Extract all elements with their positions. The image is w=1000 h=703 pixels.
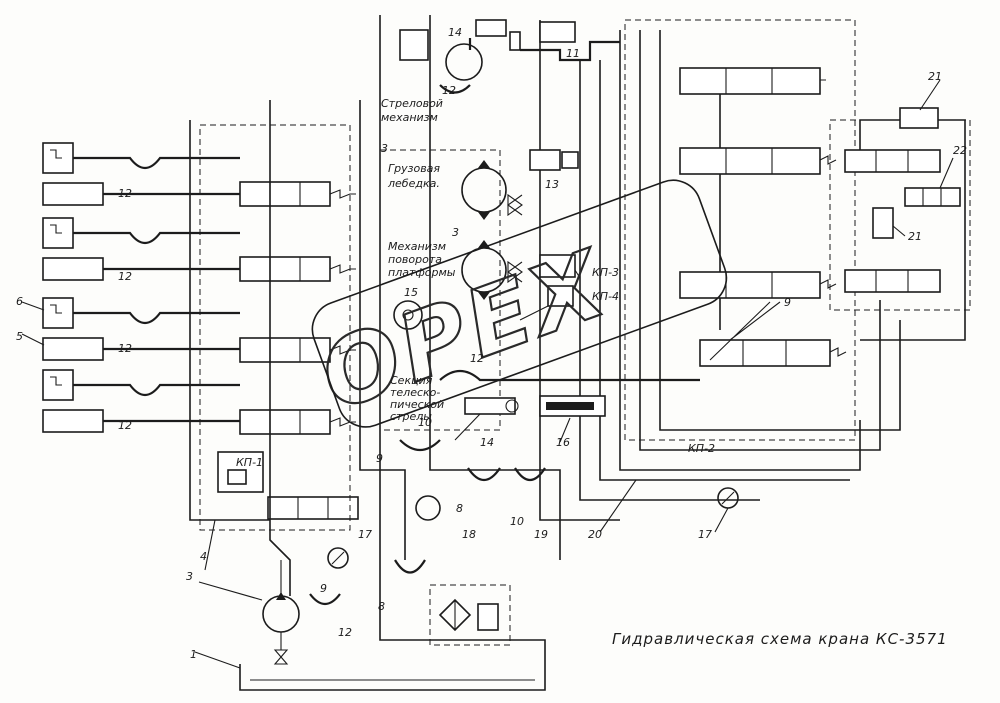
callout-12-c: 12: [118, 342, 132, 355]
label-kp3: КП-3: [592, 266, 619, 279]
callout-6: 6: [16, 295, 23, 308]
callout-21-top: 21: [928, 70, 942, 83]
callout-14-bottom: 14: [480, 436, 494, 449]
callout-9-right: 9: [784, 296, 791, 309]
label-boom-line1: Стреловой: [381, 97, 443, 110]
label-winch-line1: Грузовая: [388, 162, 440, 175]
callout-12-telescopic: 12: [470, 352, 484, 365]
telescopic-section: [399, 369, 700, 452]
callout-11: 11: [566, 47, 580, 60]
section-label-telescopic: Секция телеско- пической стрелы: [390, 374, 444, 423]
callout-3-slewing: 3: [452, 226, 459, 239]
callout-18: 18: [462, 528, 476, 541]
label-slewing-line2: поворота: [388, 253, 442, 266]
section-label-winch: Грузовая лебедка.: [387, 162, 440, 190]
callout-1: 1: [190, 648, 197, 661]
winch-motor: [461, 149, 579, 220]
label-kp4: КП-4: [592, 290, 619, 303]
label-telescopic-line1: Секция: [390, 374, 433, 387]
callout-10-telescopic: 10: [418, 416, 432, 429]
hose-loops: [309, 467, 546, 606]
callout-14-top: 14: [448, 26, 462, 39]
callout-12-b: 12: [118, 270, 132, 283]
callout-20: 20: [588, 528, 602, 541]
main-pump: [262, 560, 300, 665]
callout-15: 15: [404, 286, 418, 299]
callout-21-bottom: 21: [908, 230, 922, 243]
outrigger-cylinders: [42, 142, 104, 433]
label-telescopic-line2: телеско-: [390, 386, 440, 399]
hydraulic-tank: [239, 664, 546, 691]
kp1-relief-block: [217, 451, 359, 520]
callout-17-right: 17: [698, 528, 712, 541]
section-label-boom: Стреловой механизм: [381, 97, 443, 124]
callout-10-lower: 10: [510, 515, 524, 528]
callout-5: 5: [16, 330, 23, 343]
callout-3-winch: 3: [381, 142, 388, 155]
callout-8-lower: 8: [378, 600, 385, 613]
diagram-title: Гидравлическая схема крана КС-3571: [612, 630, 948, 648]
control-frames: [199, 19, 971, 531]
callout-12-pump: 12: [338, 626, 352, 639]
label-boom-line2: механизм: [381, 111, 438, 124]
callout-22: 22: [953, 144, 967, 157]
callout-17-left: 17: [358, 528, 372, 541]
callout-16: 16: [556, 436, 570, 449]
slewing-motor: [393, 240, 576, 330]
label-telescopic-line3: пической: [390, 398, 444, 411]
leader-lines: [21, 79, 954, 669]
callout-9-pump: 9: [320, 582, 327, 595]
callout-12-d: 12: [118, 419, 132, 432]
crane-control-valves: [679, 67, 961, 367]
pressure-gauges: [327, 487, 739, 569]
pressure-lines: [189, 15, 966, 664]
boom-mechanism: [399, 19, 620, 94]
label-telescopic-line4: стрелы: [390, 410, 432, 423]
callout-8-upper: 8: [456, 502, 463, 515]
callout-13: 13: [545, 178, 559, 191]
callout-3-pump: 3: [186, 570, 193, 583]
label-kp2: КП-2: [688, 442, 715, 455]
callout-9-mid: 9: [376, 452, 383, 465]
label-winch-line2: лебедка.: [387, 177, 440, 190]
label-kp1: КП-1: [236, 456, 263, 469]
callout-19: 19: [534, 528, 548, 541]
outrigger-hoses: [73, 156, 240, 423]
return-filter: [429, 584, 511, 646]
callout-12-boom: 12: [442, 84, 456, 97]
callout-12-a: 12: [118, 187, 132, 200]
watermark-frame: [311, 179, 728, 428]
label-slewing-line1: Механизм: [388, 240, 446, 253]
callout-4: 4: [200, 550, 207, 563]
label-slewing-line3: платформы: [388, 266, 456, 279]
section-label-slewing: Механизм поворота платформы: [388, 240, 456, 279]
